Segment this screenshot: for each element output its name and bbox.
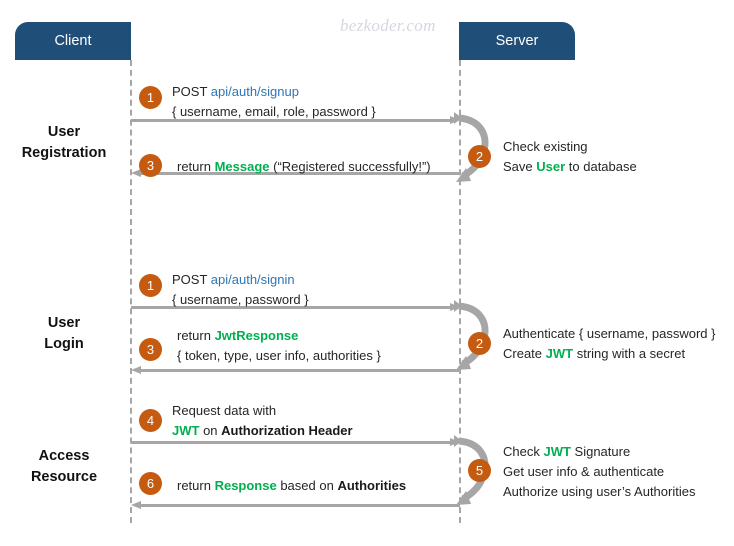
phase-line-1: User [47, 124, 81, 140]
message-line-1: Check existing [503, 139, 588, 154]
lifeline-server [459, 60, 461, 523]
arrow-head-left-icon [131, 169, 141, 177]
phase-line-1: User [47, 315, 81, 331]
to-database-text: to database [565, 159, 637, 175]
token-jwt: JWT [172, 423, 200, 439]
message-arrow-resource-response [131, 501, 460, 510]
phase-label-user-registration: User Registration [0, 122, 128, 164]
step-badge-1-login: 1 [139, 274, 162, 297]
message-text-resource-response: return Response based on Authorities [177, 476, 406, 496]
message-arrow-signup-response [131, 169, 460, 178]
message-line-1: return JwtResponse [177, 326, 381, 346]
entity-user: User [536, 159, 566, 175]
arrow-shaft [140, 369, 460, 372]
arrow-shaft [131, 441, 451, 444]
badge-number: 1 [146, 278, 155, 293]
message-line-2: Get user info & authenticate [503, 464, 665, 480]
message-text-server-access: Check JWT Signature Get user info & auth… [503, 442, 695, 502]
message-line-1: return Response based on Authorities [177, 476, 406, 496]
badge-number: 6 [146, 476, 155, 491]
message-payload: (“Registered successfully!”) [269, 159, 431, 174]
badge-number: 5 [475, 463, 484, 478]
phase-line-2: Login [44, 336, 84, 353]
message-text-server-registration: Check existing Save User to database [503, 137, 637, 177]
message-line-2: { token, type, user info, authorities } [177, 348, 381, 364]
endpoint-path: api/auth/signin [210, 272, 295, 287]
actor-label-server: Server [495, 33, 539, 49]
step-badge-4-access: 4 [139, 409, 162, 432]
type-response: Response [214, 478, 277, 493]
on-text: on [199, 423, 222, 439]
message-text-signin-request: POST api/auth/signin { username, passwor… [172, 270, 309, 310]
arrow-shaft [131, 119, 451, 122]
based-on-text: based on [276, 478, 338, 493]
http-method: POST [172, 272, 211, 287]
message-line-3: Authorize using user’s Authorities [503, 484, 696, 500]
badge-number: 2 [475, 149, 484, 164]
message-line-2: Save User to database [503, 157, 637, 177]
lifeline-client [130, 60, 132, 523]
signature-text: Signature [570, 444, 631, 459]
step-badge-5-access: 5 [468, 459, 491, 482]
badge-number: 4 [146, 413, 155, 428]
arrow-shaft [140, 172, 460, 175]
step-badge-6-access: 6 [139, 472, 162, 495]
badge-number: 3 [146, 342, 155, 357]
authorization-header: Authorization Header [221, 423, 353, 439]
phase-label-access-resource: Access Resource [0, 446, 128, 488]
message-line-1: Check JWT Signature [503, 442, 695, 462]
arrow-shaft [131, 306, 451, 309]
step-badge-1-registration: 1 [139, 86, 162, 109]
http-method: POST [172, 84, 211, 99]
phase-line-2: Registration [21, 145, 107, 162]
message-line-2: { username, password } [172, 292, 309, 308]
message-line-2: Create JWT string with a secret [503, 344, 715, 364]
message-line-1: return Message (“Registered successfully… [177, 157, 431, 177]
step-badge-3-login: 3 [139, 338, 162, 361]
token-jwt: JWT [545, 346, 574, 362]
message-line-2: { username, email, role, password } [172, 104, 376, 120]
phase-line-2: Resource [30, 469, 98, 486]
phase-label-user-login: User Login [0, 313, 128, 355]
message-text-signup-response: return Message (“Registered successfully… [177, 157, 431, 177]
authorities-text: Authorities [337, 478, 407, 493]
message-arrow-signin-response [131, 366, 460, 375]
arrow-shaft [140, 504, 460, 507]
check-text: Check [503, 444, 544, 459]
type-jwtresponse: JwtResponse [214, 328, 299, 343]
actor-box-server: Server [459, 22, 575, 60]
actor-box-client: Client [15, 22, 131, 60]
message-text-server-login: Authenticate { username, password } Crea… [503, 324, 715, 364]
arrow-head-left-icon [131, 366, 141, 374]
step-badge-2-registration: 2 [468, 145, 491, 168]
step-badge-2-login: 2 [468, 332, 491, 355]
type-message: Message [214, 159, 270, 174]
step-badge-3-registration: 3 [139, 154, 162, 177]
return-text: return [177, 478, 215, 493]
message-text-signin-response: return JwtResponse { token, type, user i… [177, 326, 381, 366]
message-line-1: Authenticate { username, password } [503, 326, 716, 341]
return-text: return [177, 328, 215, 343]
message-line-1: POST api/auth/signin [172, 270, 309, 290]
badge-number: 3 [146, 158, 155, 173]
message-line-1: Request data with [172, 403, 277, 418]
message-text-signup-request: POST api/auth/signup { username, email, … [172, 82, 376, 122]
message-line-1: POST api/auth/signup [172, 82, 376, 102]
badge-number: 1 [146, 90, 155, 105]
badge-number: 2 [475, 336, 484, 351]
secret-text: string with a secret [573, 346, 686, 362]
create-text: Create [503, 346, 546, 362]
phase-line-1: Access [38, 448, 90, 464]
arrow-head-left-icon [131, 501, 141, 509]
message-line-2: JWT on Authorization Header [172, 421, 353, 441]
endpoint-path: api/auth/signup [210, 84, 299, 99]
token-jwt: JWT [543, 444, 571, 459]
message-text-resource-request: Request data with JWT on Authorization H… [172, 401, 353, 441]
save-text: Save [503, 159, 537, 175]
actor-label-client: Client [54, 33, 92, 49]
return-text: return [177, 159, 215, 174]
watermark-bezkoder: bezkoder.com [340, 16, 436, 35]
